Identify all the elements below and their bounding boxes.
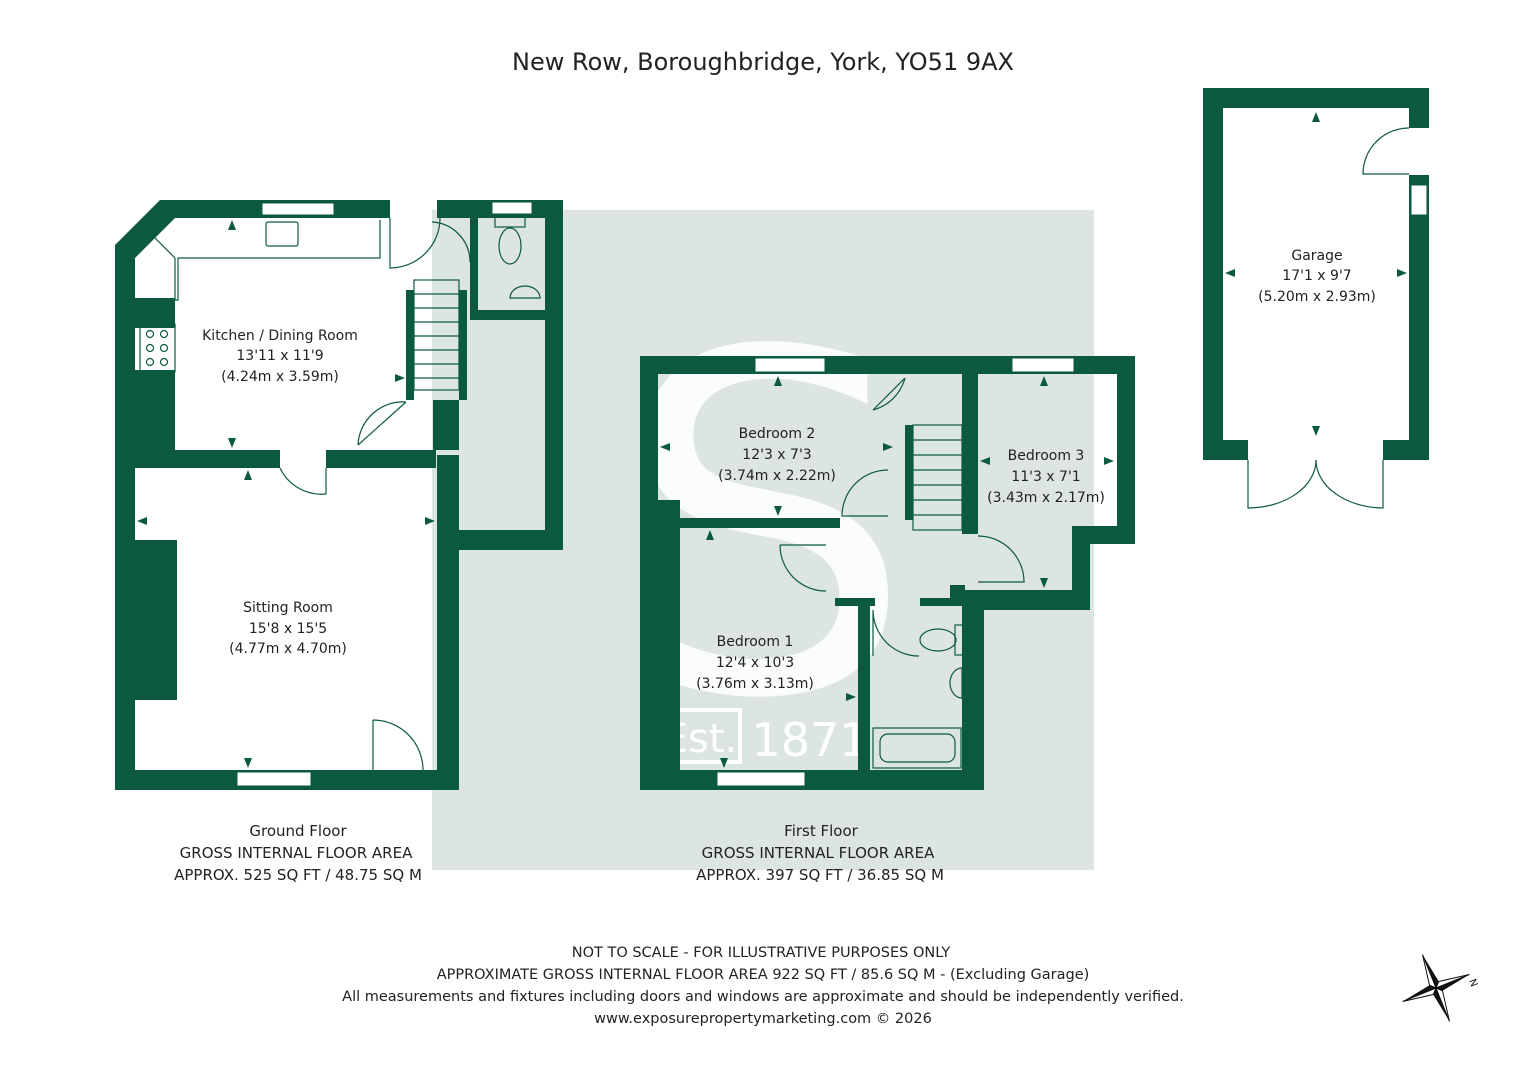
bedroom3-metric: (3.43m x 2.17m) [987, 490, 1105, 506]
sitting-imperial: 15'8 x 15'5 [249, 621, 327, 637]
page-title: New Row, Boroughbridge, York, YO51 9AX [512, 48, 1014, 76]
bedroom1-name: Bedroom 1 [717, 634, 794, 650]
first-stairs [912, 424, 963, 531]
bedroom2-name: Bedroom 2 [739, 426, 816, 442]
basin-icon [509, 285, 541, 299]
watermark-year: 1871 [751, 713, 868, 767]
garage-plan: Garage 17'1 x 9'7 (5.20m x 2.93m) [1203, 88, 1429, 509]
toilet-icon-first [919, 624, 966, 656]
bath-icon [872, 727, 962, 769]
first-floor-gia: GROSS INTERNAL FLOOR AREA [702, 844, 935, 862]
footer-measurements-note: All measurements and fixtures including … [342, 989, 1184, 1005]
kitchen-name: Kitchen / Dining Room [202, 328, 358, 344]
footer-disclaimer: NOT TO SCALE - FOR ILLUSTRATIVE PURPOSES… [572, 945, 951, 961]
dimension-arrows [137, 220, 435, 768]
bedroom2-imperial: 12'3 x 7'3 [742, 447, 811, 463]
first-floor-plan: Bedroom 2 12'3 x 7'3 (3.74m x 2.22m) Bed… [640, 356, 1135, 790]
basin-icon-first [949, 667, 963, 699]
ground-stairs [413, 279, 460, 391]
footer-website: www.exposurepropertymarketing.com © 2026 [594, 1011, 932, 1027]
toilet-icon [494, 214, 526, 265]
kitchen-metric: (4.24m x 3.59m) [221, 369, 339, 385]
kitchen-imperial: 13'11 x 11'9 [236, 348, 323, 364]
ground-floor-walls [115, 200, 390, 300]
bedroom1-imperial: 12'4 x 10'3 [716, 655, 794, 671]
bedroom2-metric: (3.74m x 2.22m) [718, 468, 836, 484]
footer-total-area: APPROXIMATE GROSS INTERNAL FLOOR AREA 92… [437, 967, 1090, 983]
first-floor-area: APPROX. 397 SQ FT / 36.85 SQ M [696, 866, 944, 884]
dimension-arrows-first [660, 376, 1114, 768]
compass-rose-icon: N [1402, 954, 1479, 1022]
ground-floor-name: Ground Floor [249, 822, 347, 840]
sitting-metric: (4.77m x 4.70m) [229, 641, 347, 657]
ground-floor-area: APPROX. 525 SQ FT / 48.75 SQ M [174, 866, 422, 884]
first-floor-name: First Floor [784, 822, 858, 840]
ground-floor-plan: Kitchen / Dining Room 13'11 x 11'9 (4.24… [115, 200, 563, 790]
ground-floor-gia: GROSS INTERNAL FLOOR AREA [180, 844, 413, 862]
garage-imperial: 17'1 x 9'7 [1282, 268, 1351, 284]
bedroom3-imperial: 11'3 x 7'1 [1011, 469, 1080, 485]
compass-north-label: N [1466, 978, 1479, 989]
sitting-name: Sitting Room [243, 600, 333, 616]
hob-icon [139, 323, 176, 373]
bedroom3-name: Bedroom 3 [1008, 448, 1085, 464]
garage-name: Garage [1291, 248, 1342, 264]
garage-metric: (5.20m x 2.93m) [1258, 289, 1376, 305]
bedroom1-metric: (3.76m x 3.13m) [696, 676, 814, 692]
